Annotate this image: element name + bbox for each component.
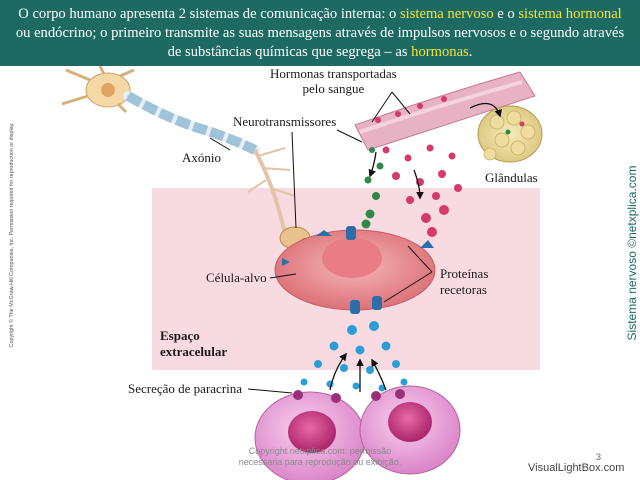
neuron-icon bbox=[61, 66, 311, 250]
paracrine-molecules bbox=[300, 321, 408, 392]
highlight-sistema-nervoso: sistema nervoso bbox=[400, 6, 494, 22]
cell-communication-diagram bbox=[61, 66, 543, 480]
label-glandulas: Glândulas bbox=[485, 170, 538, 185]
label-secrecao-paracrina: Secreção de paracrina bbox=[128, 381, 243, 396]
flow-arrows bbox=[329, 102, 502, 392]
label-neurotransmissores: Neurotransmissores bbox=[233, 114, 337, 129]
footer-brand: VisualLightBox.com bbox=[528, 462, 625, 474]
gland-icon bbox=[477, 105, 543, 163]
target-cell-icon bbox=[274, 226, 436, 314]
intro-banner: O corpo humano apresenta 2 sistemas de c… bbox=[0, 0, 640, 66]
label-celula-alvo: Célula-alvo bbox=[206, 270, 267, 285]
neurotransmitter-molecules bbox=[361, 147, 384, 229]
leader-lines bbox=[209, 91, 433, 394]
blood-vessel-icon bbox=[354, 71, 536, 151]
intro-text: O corpo humano apresenta 2 sistemas de c… bbox=[15, 6, 625, 60]
highlight-sistema-hormonal: sistema hormonal bbox=[518, 6, 622, 22]
paracrine-cell-icon bbox=[254, 385, 461, 480]
hormones bbox=[375, 96, 462, 237]
label-axonio: Axónio bbox=[182, 150, 221, 165]
highlight-hormonas: hormonas bbox=[411, 44, 469, 60]
page-number: 3 bbox=[596, 452, 602, 462]
